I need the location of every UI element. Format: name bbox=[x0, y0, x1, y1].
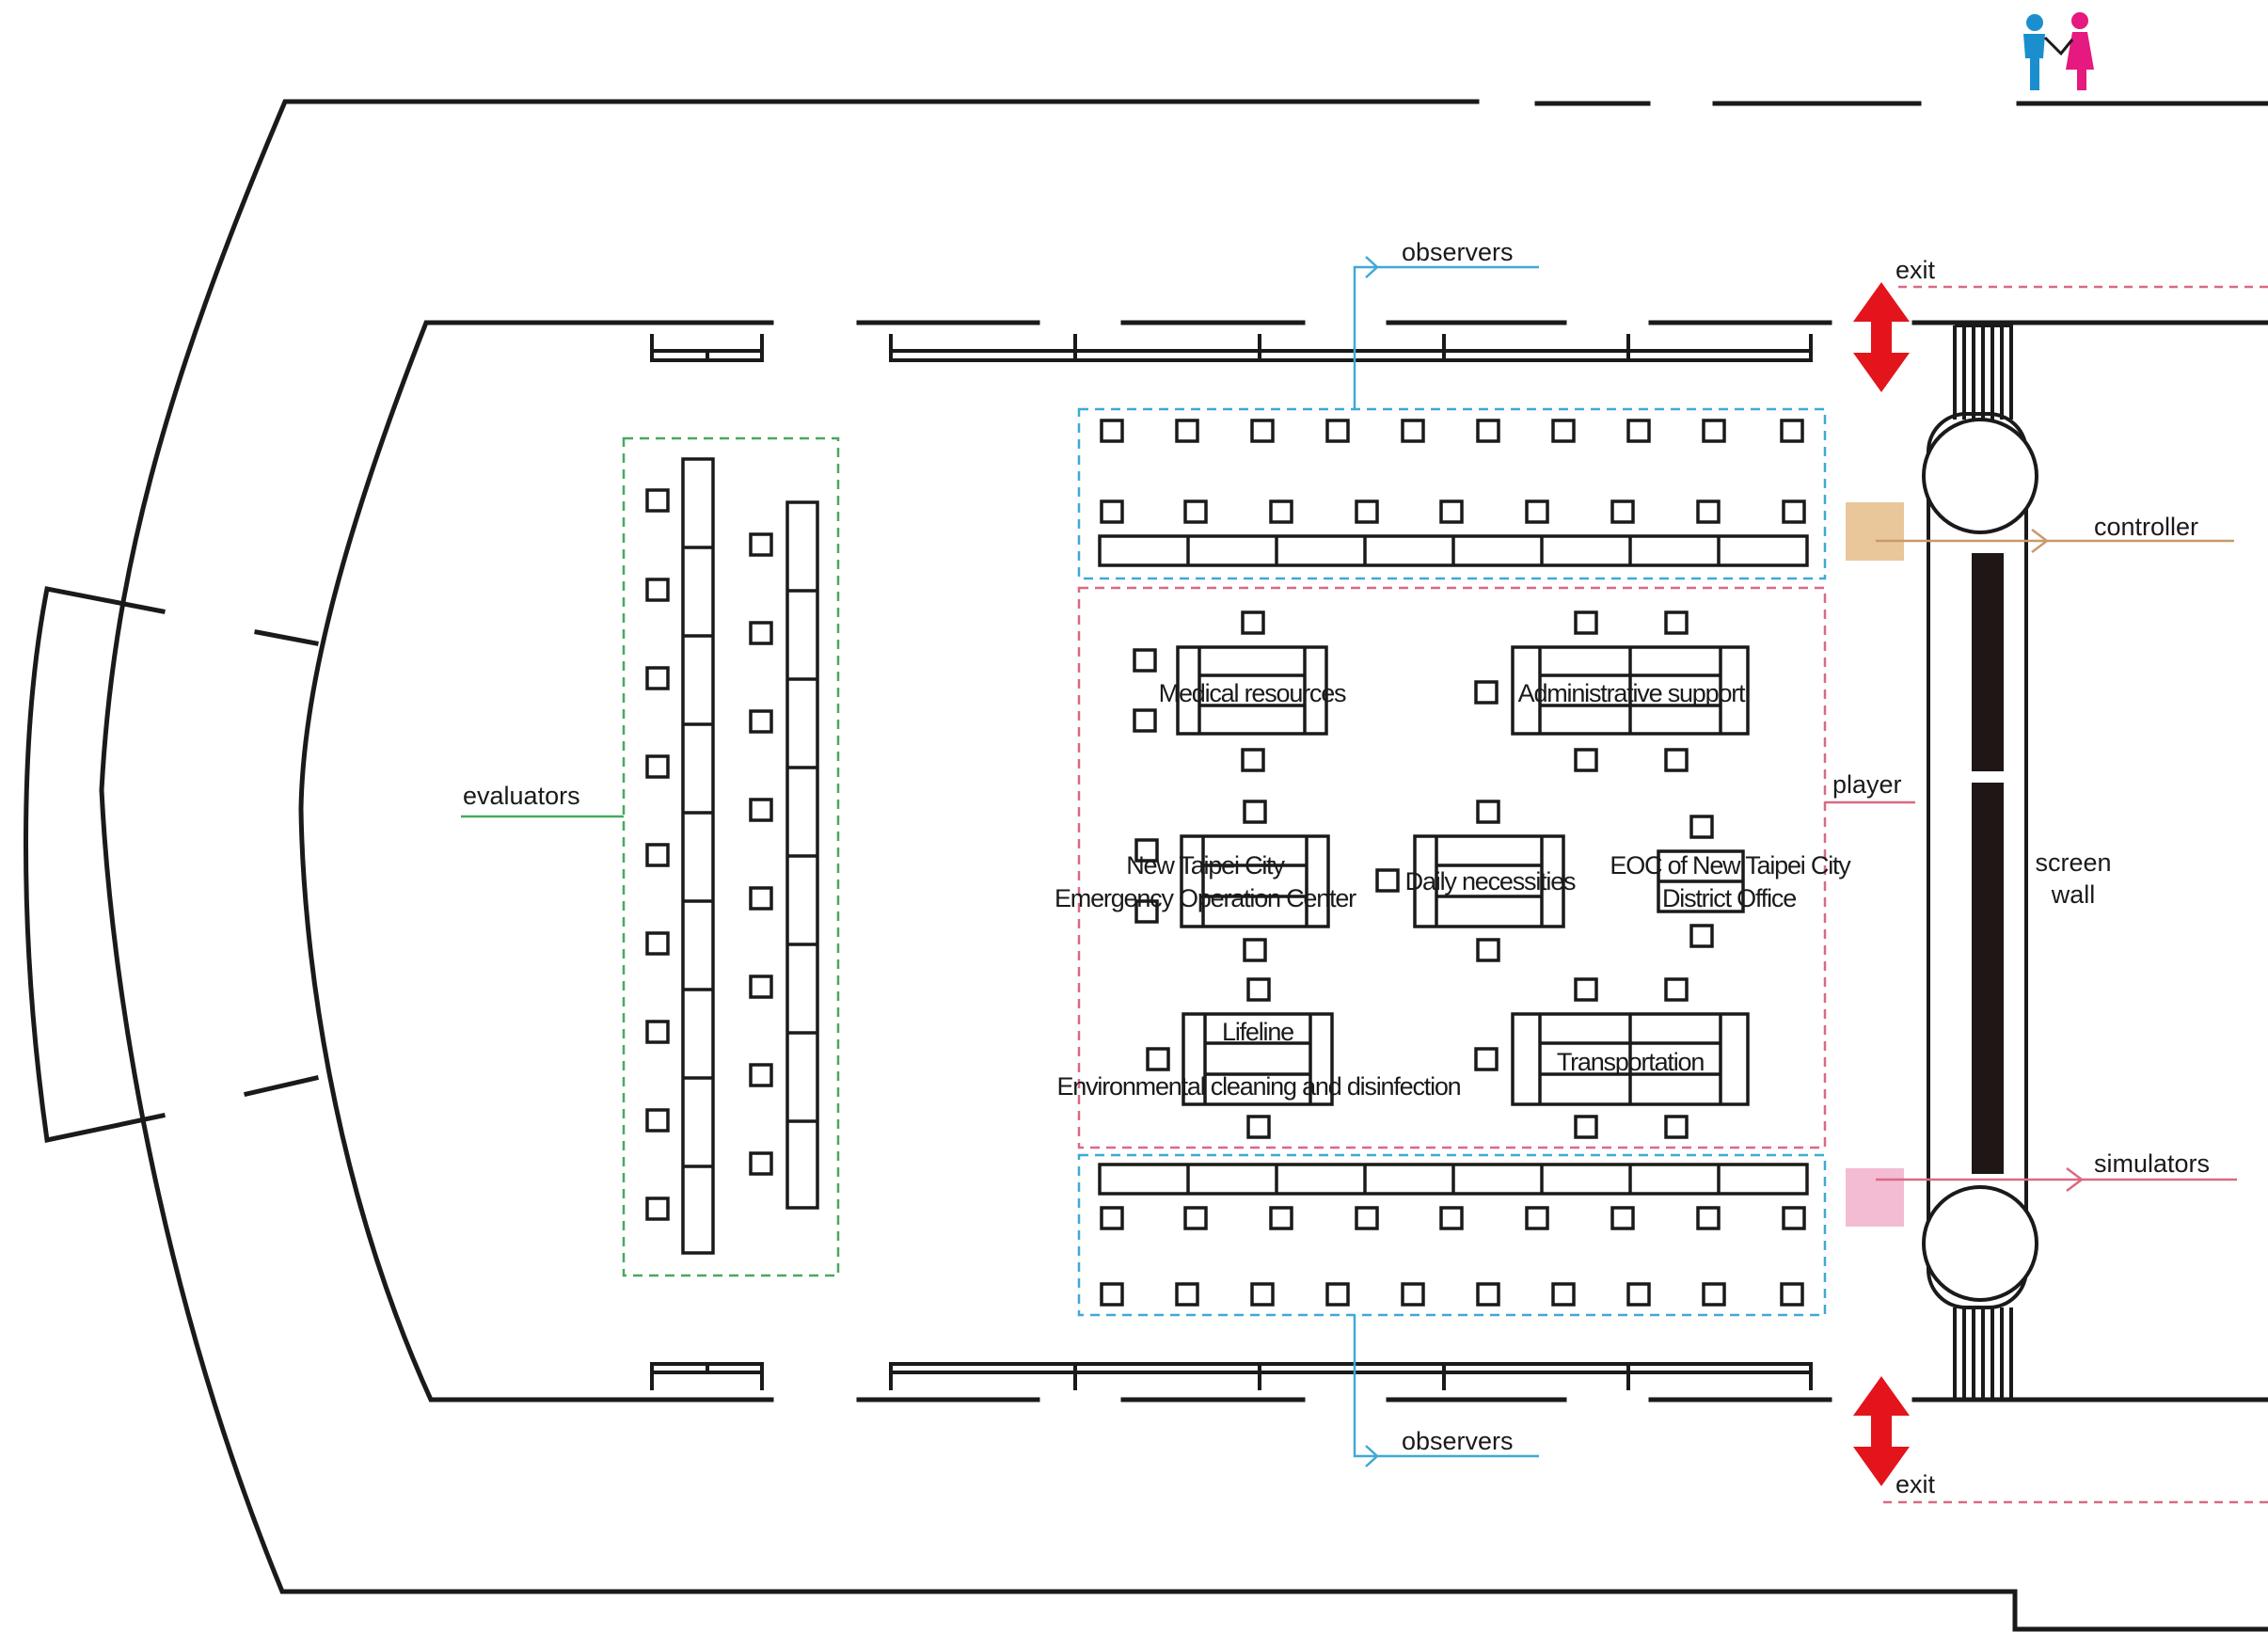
observers-pointer-top bbox=[1353, 256, 1539, 409]
controller-label: controller bbox=[2094, 513, 2198, 541]
exit-lines bbox=[1883, 285, 2268, 1504]
observers-zone-top bbox=[1077, 407, 1827, 580]
player-chairs bbox=[1133, 610, 1714, 1139]
simulators-label: simulators bbox=[2094, 1149, 2210, 1178]
player-tables bbox=[1176, 645, 1750, 1106]
evaluator-chairs bbox=[645, 488, 773, 1221]
player-label: player bbox=[1832, 770, 1902, 799]
table-label-eoc-ntpc-1: New Taipei City bbox=[1126, 851, 1285, 879]
table-label-lifeline: Lifeline bbox=[1222, 1018, 1293, 1046]
table-label-transport: Transportation bbox=[1557, 1048, 1704, 1076]
controller-marker bbox=[1846, 502, 1904, 561]
exit-label-top: exit bbox=[1895, 256, 1936, 284]
observers-label-bottom: observers bbox=[1402, 1427, 1514, 1455]
double-arrow-icon bbox=[1853, 282, 1910, 392]
evaluators-label: evaluators bbox=[463, 782, 580, 810]
simulators-pointer bbox=[1876, 1167, 2237, 1192]
table-label-eoc-ntpc-2: Emergency Operation Center bbox=[1055, 884, 1356, 912]
evaluators-zone bbox=[622, 436, 840, 1277]
restroom-icon bbox=[2023, 12, 2094, 90]
observer-desks bbox=[1098, 534, 1809, 1196]
table-label-environmental: Environmental cleaning and disinfection bbox=[1057, 1072, 1461, 1101]
table-label-district-1: EOC of New Taipei City bbox=[1610, 851, 1851, 879]
table-label-medical: Medical resources bbox=[1159, 679, 1346, 707]
observer-chairs bbox=[1100, 419, 1806, 1307]
table-label-district-2: District Office bbox=[1662, 884, 1796, 912]
double-arrow-icon bbox=[1853, 1376, 1910, 1486]
controller-pointer bbox=[1876, 529, 2234, 553]
observers-label-top: observers bbox=[1402, 238, 1514, 266]
observers-zone-bottom bbox=[1077, 1153, 1827, 1317]
screen-wall-label-line2: wall bbox=[2051, 880, 2096, 909]
table-label-admin: Administrative support bbox=[1518, 679, 1746, 707]
building-walls bbox=[24, 99, 2268, 1632]
evaluator-desks bbox=[681, 457, 819, 1255]
bench-rails bbox=[650, 334, 1813, 1390]
observers-pointer-bottom bbox=[1353, 1315, 1539, 1467]
player-zone bbox=[1077, 586, 1827, 1149]
exit-label-bottom: exit bbox=[1895, 1470, 1936, 1498]
table-label-daily: Daily necessities bbox=[1405, 867, 1576, 895]
screen-wall-label-line1: screen bbox=[2035, 848, 2111, 877]
screen-wall bbox=[1922, 324, 2038, 1400]
simulators-marker bbox=[1846, 1168, 1904, 1227]
